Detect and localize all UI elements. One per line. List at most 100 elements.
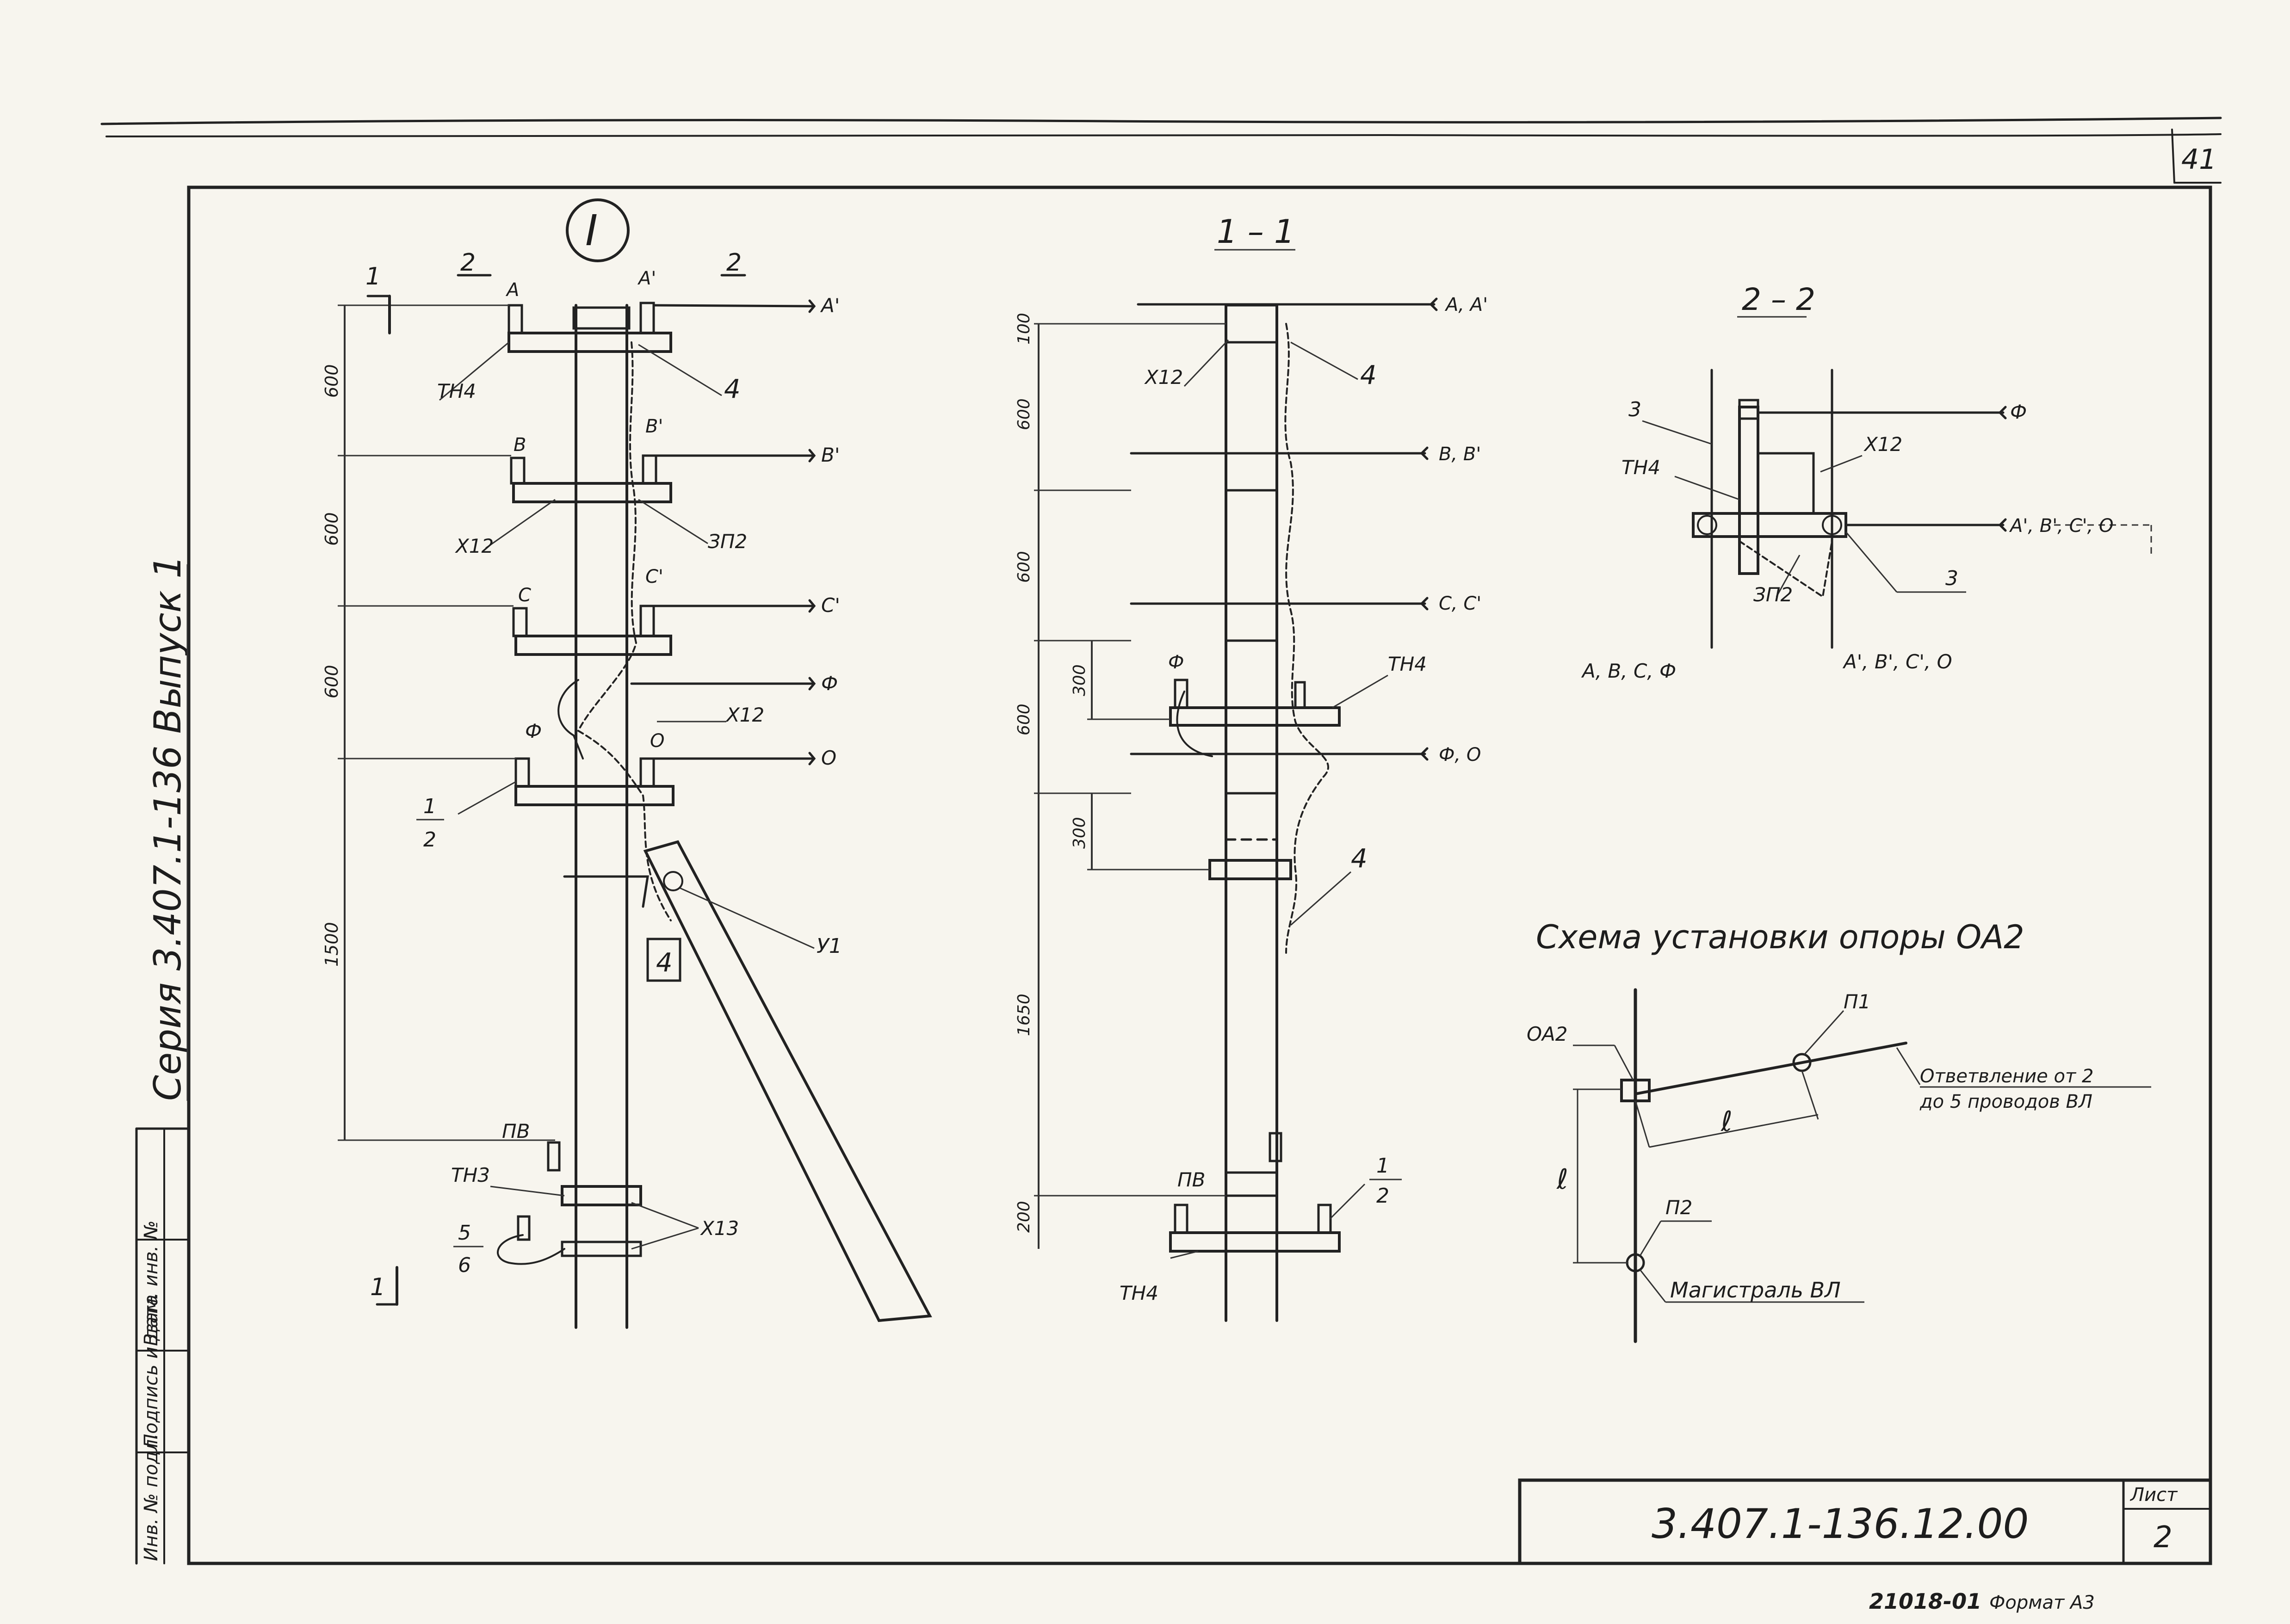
view-1-1-frac-num: 1 bbox=[1376, 1154, 1389, 1178]
view-1-1-item-4-top: 4 bbox=[1360, 360, 1377, 390]
view-2-2-bracket bbox=[1738, 406, 1759, 575]
view-1-1-line-cc: С, С' bbox=[1439, 593, 1481, 614]
dim-11-0: 100 bbox=[1015, 313, 1034, 345]
cut-1-bottom: 1 bbox=[370, 1273, 385, 1301]
sheet-number: 2 bbox=[2154, 1520, 2172, 1555]
view-1-1-line-bb: В, В' bbox=[1439, 444, 1481, 465]
view-1-1-bonding-wire bbox=[1284, 323, 1330, 954]
strut bbox=[643, 840, 932, 1322]
sheet-label: Лист bbox=[2129, 1484, 2178, 1506]
frac-5-6-num: 5 bbox=[458, 1221, 471, 1245]
footer-code: 21018-01 bbox=[1869, 1589, 1981, 1614]
frac-1-2-den: 2 bbox=[423, 828, 436, 852]
roman-circle bbox=[566, 198, 630, 262]
view-1-1-conductors bbox=[1130, 297, 1438, 761]
phase-o: О bbox=[650, 730, 664, 752]
crossarms bbox=[508, 332, 675, 1257]
frac-1-2-num: 1 bbox=[423, 795, 436, 818]
tn4-label: ТН4 bbox=[437, 380, 476, 402]
page-number-top: 41 bbox=[2181, 143, 2216, 176]
line-a: А' bbox=[820, 294, 840, 317]
x12-label: Х12 bbox=[455, 535, 494, 557]
view-i: I bbox=[322, 198, 932, 1329]
view-2-2-item-3-top: 3 bbox=[1628, 398, 1641, 421]
view-2-2-tn4: ТН4 bbox=[1622, 456, 1660, 479]
scheme-l-horiz: ℓ bbox=[1721, 1105, 1733, 1138]
view-1-1-insulators bbox=[1174, 679, 1332, 1234]
view-1-1-tn4-bottom: ТН4 bbox=[1120, 1282, 1158, 1304]
scheme-branch-line bbox=[1634, 1042, 1907, 1095]
dim-i-1: 600 bbox=[322, 512, 342, 546]
tn3-label: ТН3 bbox=[451, 1164, 490, 1186]
view-2-2-zp2: ЗП2 bbox=[1753, 583, 1793, 606]
scheme-title: Схема установки опоры ОА2 bbox=[1536, 918, 2024, 956]
phase-f-jumper bbox=[557, 679, 584, 760]
stamp-column: Инв. № подл. Подпись и дата Взам. инв. № bbox=[141, 1220, 162, 1561]
pv-label: ПВ bbox=[502, 1120, 530, 1142]
label-a: А bbox=[505, 279, 519, 301]
view-2-2-line-f: Ф bbox=[2010, 401, 2027, 423]
view-1-1-f-jumper bbox=[1176, 691, 1213, 757]
sheet-frame bbox=[100, 117, 2222, 1565]
dim-i-2: 600 bbox=[322, 665, 342, 698]
roman-numeral: I bbox=[585, 206, 598, 255]
dim-11-2: 600 bbox=[1015, 551, 1034, 583]
series-text: Серия 3.407.1-136 Выпуск 1 bbox=[146, 555, 189, 1101]
designation-text: 3.407.1-136.12.00 bbox=[1652, 1500, 2029, 1548]
view-1-1-title: 1 – 1 bbox=[1217, 213, 1295, 251]
view-2-2: 2 – 2 3 Ф ТН4 Х12 А', В', С', О ЗП2 3 А,… bbox=[1581, 282, 2152, 682]
dim-i-0: 600 bbox=[322, 364, 342, 398]
view-2-2-right-phases: А', В', С', О bbox=[1842, 650, 1952, 673]
dim-11-5: 300 bbox=[1070, 817, 1089, 849]
line-b: В' bbox=[821, 444, 840, 466]
cut-2-left: 2 bbox=[460, 249, 476, 277]
dim-i-3: 1500 bbox=[322, 922, 342, 967]
view-2-2-left-phases: А, В, С, Ф bbox=[1581, 660, 1676, 682]
view-1-1: 1 – 1 bbox=[1015, 213, 1488, 1322]
view-1-1-crossarms bbox=[1169, 341, 1341, 1253]
phase-f: Ф bbox=[525, 720, 542, 742]
view-1-1-x12: Х12 bbox=[1144, 366, 1183, 389]
footer-format: Формат А3 bbox=[1989, 1592, 2095, 1613]
view-1-1-item-4-bottom: 4 bbox=[1351, 844, 1368, 874]
label-b: В bbox=[514, 434, 526, 456]
label-c-prime: С' bbox=[645, 566, 663, 587]
view-1-1-line-fo: Ф, О bbox=[1439, 744, 1481, 766]
stamp-inv-text: Инв. № подл. bbox=[141, 1433, 162, 1561]
bonding-wire bbox=[577, 341, 672, 921]
scheme-main-label: Магистраль ВЛ bbox=[1670, 1278, 1841, 1303]
item-4-top: 4 bbox=[724, 374, 741, 404]
strut-bolt bbox=[663, 871, 683, 891]
view-1-1-line-aa: А, А' bbox=[1444, 294, 1488, 315]
label-c: С bbox=[518, 585, 531, 606]
view-i-dimensions bbox=[338, 304, 555, 1141]
scheme-branch-line2: до 5 проводов ВЛ bbox=[1919, 1091, 2092, 1112]
scheme-l-vert: ℓ bbox=[1556, 1163, 1568, 1196]
scheme-p1-label: П1 bbox=[1844, 990, 1870, 1013]
view-2-2-bonding bbox=[1739, 540, 1833, 599]
line-o: О bbox=[821, 747, 836, 769]
x13-label: Х13 bbox=[700, 1217, 739, 1240]
view-1-1-dimensions bbox=[1034, 323, 1226, 1249]
cut-1-top: 1 bbox=[365, 263, 381, 290]
insulators bbox=[508, 302, 657, 1241]
frac-5-6-den: 6 bbox=[458, 1254, 471, 1277]
view-1-1-tn4: ТН4 bbox=[1388, 653, 1427, 675]
item-4-box-label: 4 bbox=[656, 948, 673, 978]
label-b-prime: В' bbox=[645, 416, 663, 437]
dim-11-1: 600 bbox=[1015, 398, 1034, 430]
view-2-2-item-3-bottom: 3 bbox=[1945, 567, 1958, 590]
dim-11-7: 200 bbox=[1015, 1201, 1034, 1233]
x12b-label: Х12 bbox=[725, 704, 764, 726]
view-2-2-title: 2 – 2 bbox=[1742, 282, 1815, 317]
view-2-2-x12: Х12 bbox=[1863, 433, 1902, 456]
dim-11-3: 300 bbox=[1070, 664, 1089, 696]
view-2-2-line-right: А', В', С', О bbox=[2009, 515, 2114, 537]
line-conductors bbox=[630, 299, 816, 766]
scheme-oa2: Схема установки опоры ОА2 ОА2 П1 Ответвл… bbox=[1527, 918, 2151, 1343]
dim-11-4: 600 bbox=[1015, 704, 1034, 735]
line-c: С' bbox=[821, 594, 840, 617]
item-4-box bbox=[646, 938, 681, 982]
scheme-branch-line1: Ответвление от 2 bbox=[1920, 1066, 2093, 1087]
